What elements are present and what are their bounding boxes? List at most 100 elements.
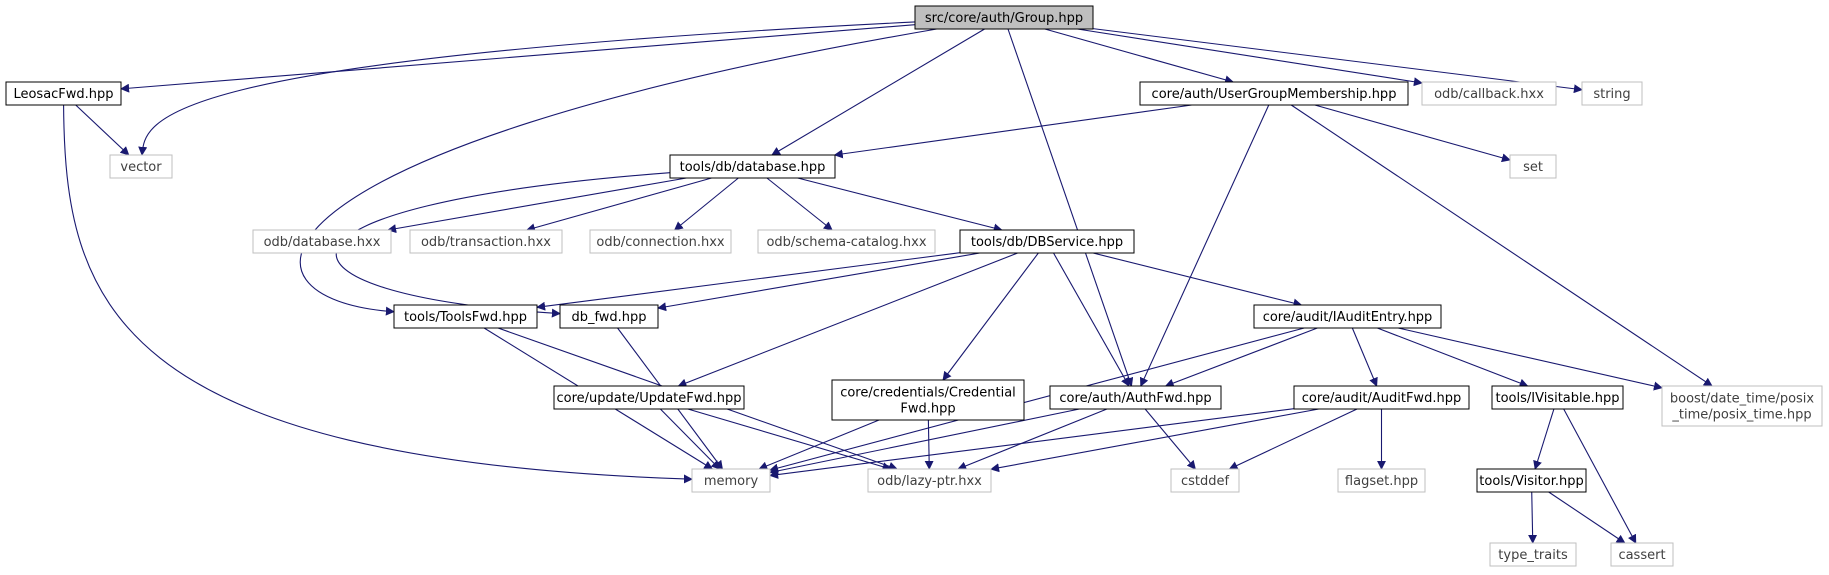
edge-group-to-toolsfwd: [299, 28, 937, 316]
node-box-group: [914, 5, 1094, 30]
edge-credfwd-to-lazyptr: [924, 419, 934, 470]
node-label-set: set: [1523, 160, 1543, 175]
node-label-iauditentry: core/audit/IAuditEntry.hpp: [1263, 310, 1433, 325]
node-updatefwd[interactable]: core/update/UpdateFwd.hpp: [553, 385, 745, 410]
edge-group-to-ugm: [1044, 28, 1235, 85]
edge-visitor-to-cassert: [1548, 491, 1626, 544]
edge-ugm-to-database: [833, 104, 1192, 159]
node-box-authfwd: [1049, 385, 1222, 410]
edge-authfwd-to-cstddef: [1144, 408, 1196, 470]
node-group[interactable]: src/core/auth/Group.hpp: [914, 5, 1094, 30]
node-box-posixtime: [1661, 385, 1823, 427]
node-odbschema: odb/schema-catalog.hxx: [757, 229, 936, 254]
node-leosacfwd[interactable]: LeosacFwd.hpp: [5, 81, 122, 106]
edge-auditfwd-to-lazyptr: [990, 408, 1319, 473]
node-box-odbdatabase: [252, 229, 392, 254]
edge-database-to-odbtransaction: [525, 177, 712, 233]
node-label-cstddef: cstddef: [1181, 474, 1230, 489]
edge-dbservice-to-authfwd: [1053, 252, 1130, 387]
edge-ugm-to-posixtime: [1290, 104, 1713, 387]
node-box-odbcallback: [1421, 81, 1557, 106]
node-box-string: [1581, 81, 1643, 106]
node-posixtime: boost/date_time/posix_time/posix_time.hp…: [1661, 385, 1823, 427]
edge-iauditentry-to-auditfwd: [1351, 327, 1378, 387]
node-label-cassert: cassert: [1618, 548, 1665, 563]
node-label-ugm: core/auth/UserGroupMembership.hpp: [1152, 87, 1397, 102]
edge-iauditentry-to-posixtime: [1398, 327, 1663, 391]
node-odbconnection: odb/connection.hxx: [589, 229, 732, 254]
edge-group-to-leosacfwd: [120, 24, 916, 93]
edge-ivisitable-to-visitor: [1533, 408, 1555, 470]
node-toolsfwd[interactable]: tools/ToolsFwd.hpp: [393, 304, 538, 329]
node-string: string: [1581, 81, 1643, 106]
node-box-ivisitable: [1491, 385, 1624, 410]
edge-ivisitable-to-cassert: [1563, 408, 1637, 544]
edge-dbservice-to-iauditentry: [1092, 252, 1303, 308]
node-dbservice[interactable]: tools/db/DBService.hpp: [959, 229, 1135, 254]
node-typetraits: type_traits: [1489, 542, 1577, 567]
node-label-odbconnection: odb/connection.hxx: [596, 235, 725, 250]
node-label-lazyptr: odb/lazy-ptr.hxx: [877, 474, 982, 489]
node-database[interactable]: tools/db/database.hpp: [669, 154, 836, 179]
node-box-vector: [109, 154, 173, 179]
node-box-cassert: [1610, 542, 1674, 567]
node-label-odbtransaction: odb/transaction.hxx: [421, 235, 551, 250]
node-box-flagset: [1337, 468, 1426, 493]
node-label-dbfwd: db_fwd.hpp: [571, 310, 646, 325]
node-set: set: [1509, 154, 1557, 179]
node-label-group: src/core/auth/Group.hpp: [925, 11, 1083, 26]
node-label-credfwd-line-1: core/credentials/Credential: [840, 386, 1016, 401]
node-authfwd[interactable]: core/auth/AuthFwd.hpp: [1049, 385, 1222, 410]
edge-group-to-string: [1092, 28, 1583, 94]
edge-database-to-dbservice: [797, 177, 1003, 233]
node-label-string: string: [1593, 87, 1630, 102]
node-box-lazyptr: [867, 468, 992, 493]
edge-auditfwd-to-memory: [769, 408, 1295, 479]
node-box-credfwd: [831, 379, 1025, 421]
edge-database-to-odbconnection: [673, 177, 739, 231]
node-label-authfwd: core/auth/AuthFwd.hpp: [1059, 391, 1211, 406]
node-cassert: cassert: [1610, 542, 1674, 567]
node-label-database: tools/db/database.hpp: [680, 160, 826, 175]
edge-layer: [63, 21, 1713, 544]
edge-group-to-odbcallback: [1077, 28, 1423, 87]
node-label-updatefwd: core/update/UpdateFwd.hpp: [556, 391, 741, 406]
edge-updatefwd-to-lazyptr: [687, 408, 892, 472]
node-label-toolsfwd: tools/ToolsFwd.hpp: [404, 310, 527, 325]
node-odbcallback: odb/callback.hxx: [1421, 81, 1557, 106]
node-dbfwd[interactable]: db_fwd.hpp: [559, 304, 659, 329]
node-label-odbschema: odb/schema-catalog.hxx: [766, 235, 926, 250]
node-box-dbfwd: [559, 304, 659, 329]
node-ugm[interactable]: core/auth/UserGroupMembership.hpp: [1139, 81, 1409, 106]
node-box-toolsfwd: [393, 304, 538, 329]
node-box-database: [669, 154, 836, 179]
node-label-flagset: flagset.hpp: [1345, 474, 1418, 489]
node-label-odbdatabase: odb/database.hxx: [264, 235, 381, 250]
node-box-memory: [691, 468, 771, 493]
edge-group-to-vector: [138, 21, 916, 156]
node-box-odbconnection: [589, 229, 732, 254]
node-ivisitable[interactable]: tools/IVisitable.hpp: [1491, 385, 1624, 410]
edge-group-to-authfwd: [1007, 28, 1134, 387]
edge-iauditentry-to-memory: [769, 327, 1305, 473]
node-box-odbtransaction: [409, 229, 563, 254]
edge-authfwd-to-memory: [769, 408, 1080, 476]
node-label-memory: memory: [704, 474, 759, 489]
node-box-iauditentry: [1253, 304, 1442, 329]
node-lazyptr: odb/lazy-ptr.hxx: [867, 468, 992, 493]
node-auditfwd[interactable]: core/audit/AuditFwd.hpp: [1293, 385, 1470, 410]
node-label-leosacfwd: LeosacFwd.hpp: [13, 87, 113, 102]
node-label-odbcallback: odb/callback.hxx: [1434, 87, 1544, 102]
edge-ugm-to-set: [1314, 104, 1511, 163]
node-visitor[interactable]: tools/Visitor.hpp: [1476, 468, 1587, 493]
node-iauditentry[interactable]: core/audit/IAuditEntry.hpp: [1253, 304, 1442, 329]
edge-auditfwd-to-cstddef: [1228, 408, 1358, 470]
node-label-ivisitable: tools/IVisitable.hpp: [1495, 391, 1619, 406]
edge-updatefwd-to-memory: [659, 408, 721, 470]
edge-leosacfwd-to-vector: [75, 104, 130, 156]
node-odbdatabase: odb/database.hxx: [252, 229, 392, 254]
edge-dbservice-to-credfwd: [942, 252, 1039, 381]
node-vector: vector: [109, 154, 173, 179]
